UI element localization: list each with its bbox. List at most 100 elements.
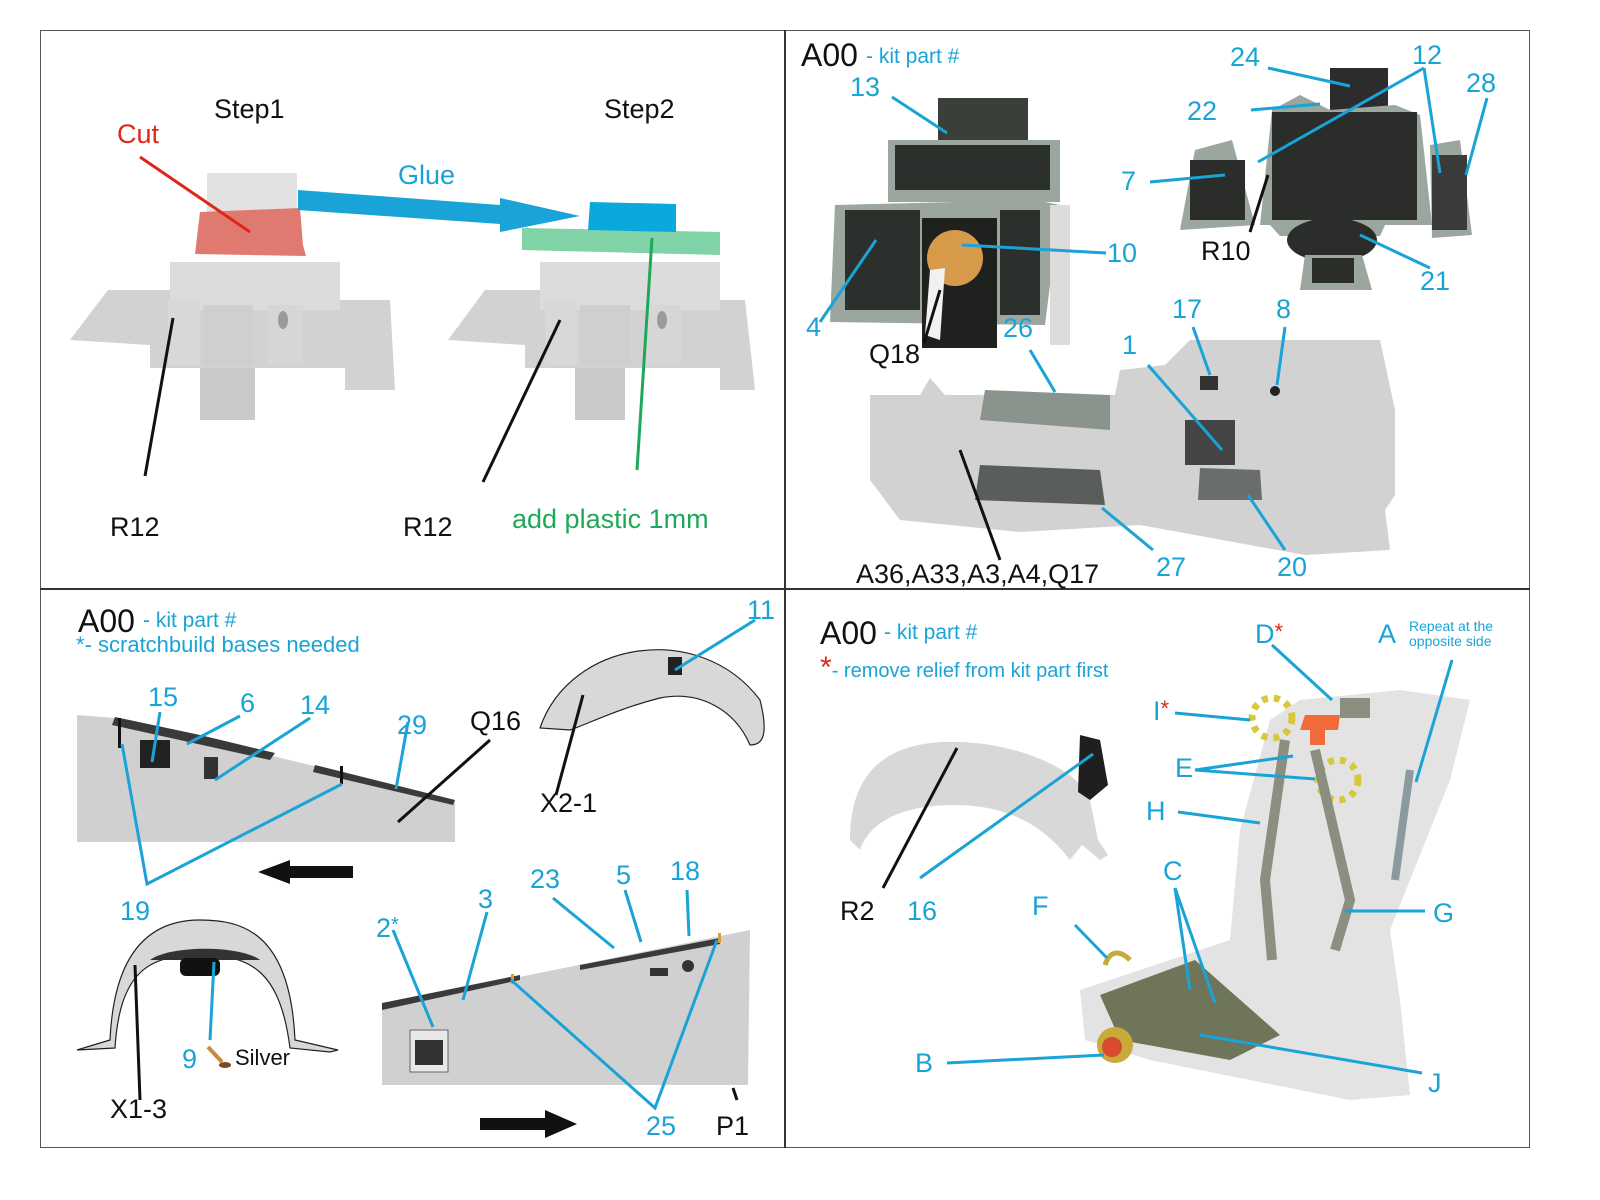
part-label-x2-1: X2-1 (540, 788, 598, 818)
r12-left-leader-line (143, 317, 175, 477)
leader-23 (552, 896, 615, 950)
arrow-right-icon (480, 1110, 577, 1138)
label-11: 11 (747, 595, 776, 625)
scratchbuild-note: *- scratchbuild bases needed (76, 634, 360, 656)
label-9: 9 (182, 1044, 198, 1074)
leader-24 (1267, 66, 1351, 88)
label-7: 7 (1121, 166, 1137, 196)
leader-13 (891, 95, 948, 135)
part-r12-left (70, 173, 395, 420)
label-I-asterisk: * (1160, 696, 1170, 721)
part-label-tub: A36,A33,A3,A4,Q17 (856, 559, 1100, 589)
label-25: 25 (646, 1111, 677, 1141)
label-F: F (1032, 891, 1049, 921)
leader-19 (120, 743, 343, 887)
leader-1 (1146, 364, 1224, 451)
label-D: D* (1255, 621, 1283, 648)
label-I: I* (1153, 698, 1169, 725)
arrow-left-icon (258, 860, 353, 884)
leader-6 (186, 714, 241, 746)
label-2-number: 2 (376, 913, 392, 943)
leader-16 (919, 752, 1094, 880)
leader-12a (1257, 66, 1425, 164)
panel2-drawing (818, 66, 1489, 561)
leader-14 (214, 716, 311, 782)
label-2: 2* (376, 915, 399, 942)
label-22: 22 (1187, 96, 1218, 126)
add-plastic-label: add plastic 1mm (512, 504, 709, 534)
repeat-note-line2: opposite side (1409, 632, 1492, 649)
leader-tub-parts (958, 449, 1002, 561)
leader-9 (208, 961, 216, 1041)
label-16: 16 (907, 896, 938, 926)
leader-p1 (731, 1087, 739, 1101)
leader-26 (1028, 349, 1057, 393)
label-5: 5 (616, 860, 632, 890)
panel-step-cut-glue: Step1 Step2 Cut Glue R12 R12 add plastic… (0, 0, 784, 588)
repeat-note-line1: Repeat at the (1409, 618, 1494, 634)
leader-2 (391, 929, 435, 1028)
leader-21 (1359, 233, 1431, 270)
glue-arrow (298, 190, 580, 232)
leader-J (1199, 1033, 1423, 1075)
note-text: - remove relief from kit part first (831, 660, 1109, 682)
leader-12b (1422, 67, 1442, 174)
cut-region-red (195, 208, 306, 256)
leader-17 (1191, 326, 1212, 376)
label-15: 15 (148, 682, 179, 712)
side-wall-p1 (382, 930, 750, 1085)
leader-20 (1246, 494, 1287, 551)
leader-H (1177, 810, 1261, 825)
label-2-asterisk: * (391, 914, 399, 936)
leader-3 (461, 911, 489, 1001)
label-J: J (1428, 1068, 1442, 1098)
leader-C1 (1173, 887, 1192, 991)
leader-C2 (1173, 887, 1217, 1004)
part-label-r12-left: R12 (110, 512, 160, 542)
label-D-asterisk: * (1274, 619, 1284, 644)
label-10: 10 (1107, 238, 1138, 268)
side-wall-q16 (77, 715, 455, 842)
header-desc-panel2: - kit part # (866, 45, 960, 68)
leader-7 (1149, 173, 1226, 184)
r12-right-leader-line (481, 319, 562, 483)
leader-q16 (397, 738, 491, 824)
panel-side-consoles: A00 - kit part # *- scratchbuild bases n… (0, 0, 784, 1200)
step2-label: Step2 (604, 94, 675, 124)
leader-F (1073, 923, 1109, 960)
label-E: E (1175, 753, 1194, 783)
cockpit-tub (870, 340, 1395, 555)
cut-leader-line (139, 155, 251, 234)
part-r12-right (448, 202, 755, 420)
leader-B (946, 1053, 1105, 1065)
header-code-panel4: A00 (820, 615, 877, 651)
part-label-r2: R2 (840, 896, 875, 926)
cut-region-top (207, 173, 297, 213)
leader-8 (1275, 326, 1287, 386)
part-x2-1 (539, 649, 765, 746)
label-28: 28 (1466, 68, 1497, 98)
label-H: H (1146, 796, 1166, 826)
paintbrush-icon (206, 1045, 231, 1068)
label-8: 8 (1276, 294, 1292, 324)
header-desc-panel3: - kit part # (143, 609, 237, 632)
label-21: 21 (1420, 266, 1451, 296)
leader-E2 (1194, 768, 1316, 781)
label-C: C (1163, 856, 1183, 886)
note-asterisk: * (76, 632, 85, 657)
panel1-drawing (70, 155, 755, 483)
header-code-panel3: A00 (78, 603, 135, 639)
part-r2 (850, 741, 1108, 860)
label-27: 27 (1156, 552, 1187, 582)
step1-label: Step1 (214, 94, 285, 124)
panel-instrument-panels: A00 - kit part # 13 24 12 28 22 7 R10 10… (0, 0, 1600, 588)
part-label-r10: R10 (1201, 236, 1251, 266)
leader-A (1414, 659, 1454, 783)
cut-label: Cut (117, 119, 160, 149)
leader-18 (685, 889, 691, 937)
label-20: 20 (1277, 552, 1308, 582)
leader-4 (818, 239, 878, 323)
label-G: G (1433, 898, 1455, 928)
part-label-q18: Q18 (869, 339, 921, 369)
